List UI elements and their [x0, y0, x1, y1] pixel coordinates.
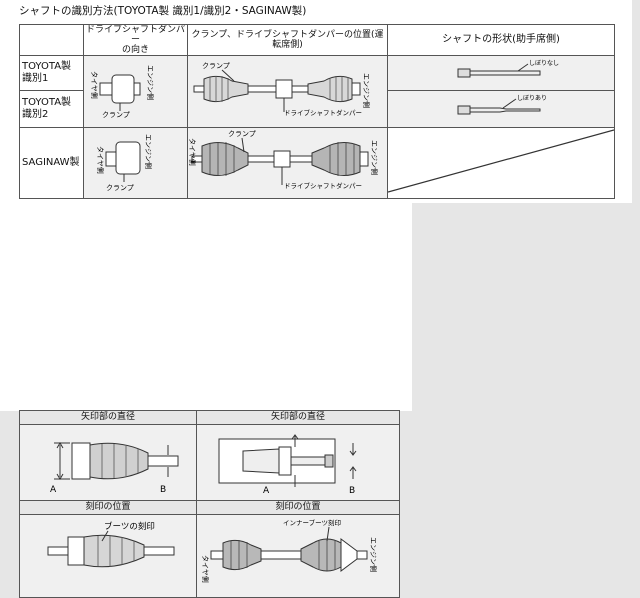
engine-side-label-3: エンジン側	[144, 134, 153, 169]
clamp-position-toyota-diagram: クランプ ドライブシャフトダンパー エンジン側	[187, 55, 388, 128]
shaft-shape-no-taper: しぼりなし	[387, 55, 615, 91]
clamp-label-2: クランプ	[202, 62, 230, 70]
inner-boot-mark-label: インナーブーツ刻印	[283, 518, 341, 527]
clamp-position-saginaw-diagram: クランプ タイヤ側 ドライブシャフトダンパー エンジン側	[187, 127, 388, 199]
header-damper-direction: ドライブシャフトダンパー の向き	[83, 24, 188, 56]
inner-boot-mark-diagram: インナーブーツ刻印 タイヤ側 エンジン側	[196, 514, 400, 598]
header-empty	[19, 24, 84, 56]
header-shaft-shape: シャフトの形状(助手席側)	[387, 24, 615, 56]
clamp-label-3: クランプ	[106, 184, 134, 192]
boot-mark-diagram: ブーツの刻印	[19, 514, 197, 598]
row-label-toyota-1: TOYOTA製 識別1	[19, 55, 84, 91]
engine-side-label-2: エンジン側	[362, 73, 371, 108]
tire-side-label: タイヤ側	[90, 71, 99, 99]
top-panel: シャフトの識別方法(TOYOTA製 識別1/識別2・SAGINAW製) ドライブ…	[0, 0, 632, 203]
header-arrow-diameter-right: 矢印部の直径	[196, 410, 400, 425]
arrow-diameter-boot-diagram: A B	[19, 424, 197, 501]
header-mark-position-right: 刻印の位置	[196, 500, 400, 515]
tire-side-label-5: タイヤ側	[201, 555, 210, 583]
shaft-shape-saginaw-empty	[387, 127, 615, 199]
engine-side-label: エンジン側	[146, 65, 155, 100]
header-arrow-diameter-left: 矢印部の直径	[19, 410, 197, 425]
label-b-right: B	[349, 486, 355, 496]
row-label-toyota-2-maker: TOYOTA製	[22, 97, 72, 108]
taper-label: しぼりあり	[517, 95, 547, 102]
bottom-panel: 矢印部の直径 矢印部の直径	[0, 203, 412, 598]
measurement-table: 矢印部の直径 矢印部の直径	[19, 410, 400, 598]
row-label-toyota-1-id: 識別1	[22, 73, 49, 84]
page-title: シャフトの識別方法(TOYOTA製 識別1/識別2・SAGINAW製)	[19, 5, 307, 17]
row-label-toyota-1-maker: TOYOTA製	[22, 61, 72, 72]
shaft-damper-label-2: ドライブシャフトダンパー	[284, 181, 362, 190]
identification-table: ドライブシャフトダンパー の向き クランプ、ドライブシャフトダンパーの位置(運転…	[19, 24, 615, 199]
engine-side-label-5: エンジン側	[369, 537, 378, 572]
shaft-damper-label: ドライブシャフトダンパー	[284, 108, 362, 117]
row-label-saginaw: SAGINAW製	[19, 127, 84, 199]
boot-mark-label: ブーツの刻印	[104, 521, 155, 532]
arrow-diameter-joint-diagram: A B	[196, 424, 400, 501]
damper-direction-saginaw-diagram: タイヤ側 エンジン側 クランプ	[83, 127, 188, 199]
label-b-left: B	[160, 485, 166, 495]
shaft-shape-taper: しぼりあり	[387, 90, 615, 128]
clamp-label-4: クランプ	[228, 130, 256, 138]
row-label-toyota-2-id: 識別2	[22, 109, 49, 120]
header-damper-direction-line1: ドライブシャフトダンパー	[85, 25, 185, 46]
label-a-left: A	[50, 485, 57, 495]
no-taper-label: しぼりなし	[529, 60, 559, 67]
header-clamp-position: クランプ、ドライブシャフトダンパーの位置(運転席側)	[187, 24, 388, 56]
tire-side-label-4: タイヤ側	[188, 138, 197, 166]
damper-direction-toyota-diagram: タイヤ側 エンジン側 クランプ	[83, 55, 188, 128]
header-mark-position-left: 刻印の位置	[19, 500, 197, 515]
tire-side-label-3: タイヤ側	[96, 146, 105, 174]
engine-side-label-4: エンジン側	[370, 140, 379, 175]
label-a-right: A	[263, 486, 270, 496]
clamp-label: クランプ	[102, 111, 130, 119]
row-label-toyota-2: TOYOTA製 識別2	[19, 90, 84, 128]
header-damper-direction-line2: の向き	[121, 45, 149, 55]
